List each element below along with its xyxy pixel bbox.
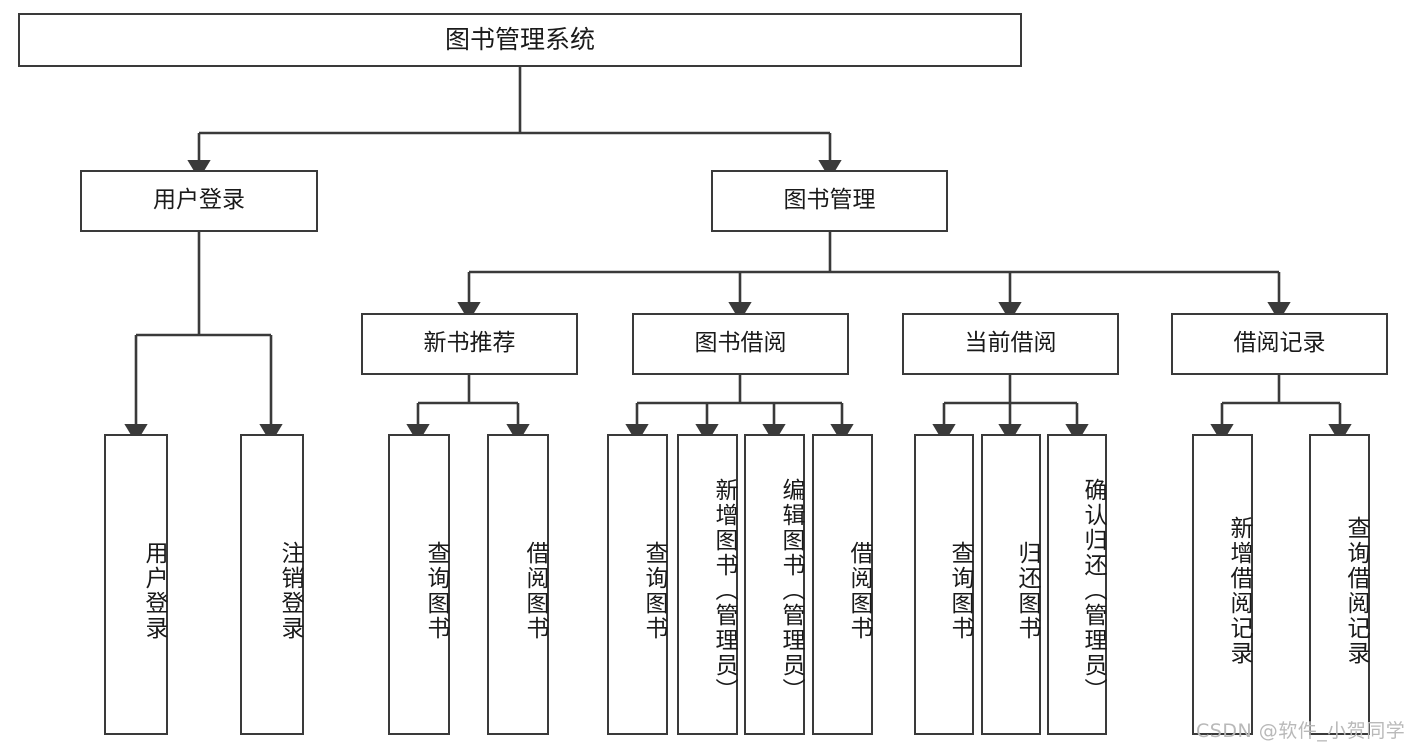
node-current-borrow[interactable]: 当前借阅 (902, 313, 1119, 375)
leaf-query-books-borrow-label: 查询图书 (641, 540, 667, 641)
leaf-query-books-recommend-label: 查询图书 (423, 540, 449, 641)
node-user-login-label: 用户登录 (153, 187, 245, 214)
leaf-query-borrow-record-label: 查询借阅记录 (1343, 515, 1369, 666)
leaf-query-borrow-record[interactable]: 查询借阅记录 (1309, 434, 1370, 735)
leaf-confirm-return-admin-label: 确认归还（管理员） (1080, 478, 1106, 703)
node-borrow-records[interactable]: 借阅记录 (1171, 313, 1388, 375)
leaf-logout-label: 注销登录 (277, 540, 303, 641)
leaf-logout[interactable]: 注销登录 (240, 434, 304, 735)
leaf-query-books-borrow[interactable]: 查询图书 (607, 434, 668, 735)
csdn-watermark: CSDN @软件_小贺同学 (1196, 720, 1405, 742)
leaf-add-book-admin[interactable]: 新增图书（管理员） (677, 434, 738, 735)
leaf-borrow-books[interactable]: 借阅图书 (812, 434, 873, 735)
node-book-borrow-label: 图书借阅 (694, 330, 787, 357)
leaf-query-books-current[interactable]: 查询图书 (914, 434, 974, 735)
leaf-user-login-label: 用户登录 (141, 540, 167, 641)
leaf-edit-book-admin-label: 编辑图书（管理员） (778, 478, 804, 703)
leaf-add-borrow-record[interactable]: 新增借阅记录 (1192, 434, 1253, 735)
node-root-label: 图书管理系统 (444, 25, 595, 54)
leaf-confirm-return-admin[interactable]: 确认归还（管理员） (1047, 434, 1107, 735)
node-root[interactable]: 图书管理系统 (18, 13, 1022, 67)
node-new-book-recommend[interactable]: 新书推荐 (361, 313, 578, 375)
node-book-management[interactable]: 图书管理 (711, 170, 948, 232)
leaf-borrow-books-label: 借阅图书 (846, 540, 872, 641)
leaf-add-borrow-record-label: 新增借阅记录 (1226, 515, 1252, 666)
node-current-borrow-label: 当前借阅 (964, 330, 1057, 357)
leaf-return-books-label: 归还图书 (1014, 540, 1040, 641)
leaf-borrow-books-recommend-label: 借阅图书 (522, 540, 548, 641)
leaf-add-book-admin-label: 新增图书（管理员） (711, 478, 737, 703)
leaf-query-books-current-label: 查询图书 (947, 540, 973, 641)
node-new-book-recommend-label: 新书推荐 (423, 330, 516, 357)
node-book-management-label: 图书管理 (783, 187, 876, 214)
node-user-login[interactable]: 用户登录 (80, 170, 318, 232)
leaf-user-login[interactable]: 用户登录 (104, 434, 168, 735)
leaf-edit-book-admin[interactable]: 编辑图书（管理员） (744, 434, 805, 735)
leaf-query-books-recommend[interactable]: 查询图书 (388, 434, 450, 735)
node-borrow-records-label: 借阅记录 (1233, 330, 1326, 357)
leaf-borrow-books-recommend[interactable]: 借阅图书 (487, 434, 549, 735)
node-book-borrow[interactable]: 图书借阅 (632, 313, 849, 375)
leaf-return-books[interactable]: 归还图书 (981, 434, 1041, 735)
